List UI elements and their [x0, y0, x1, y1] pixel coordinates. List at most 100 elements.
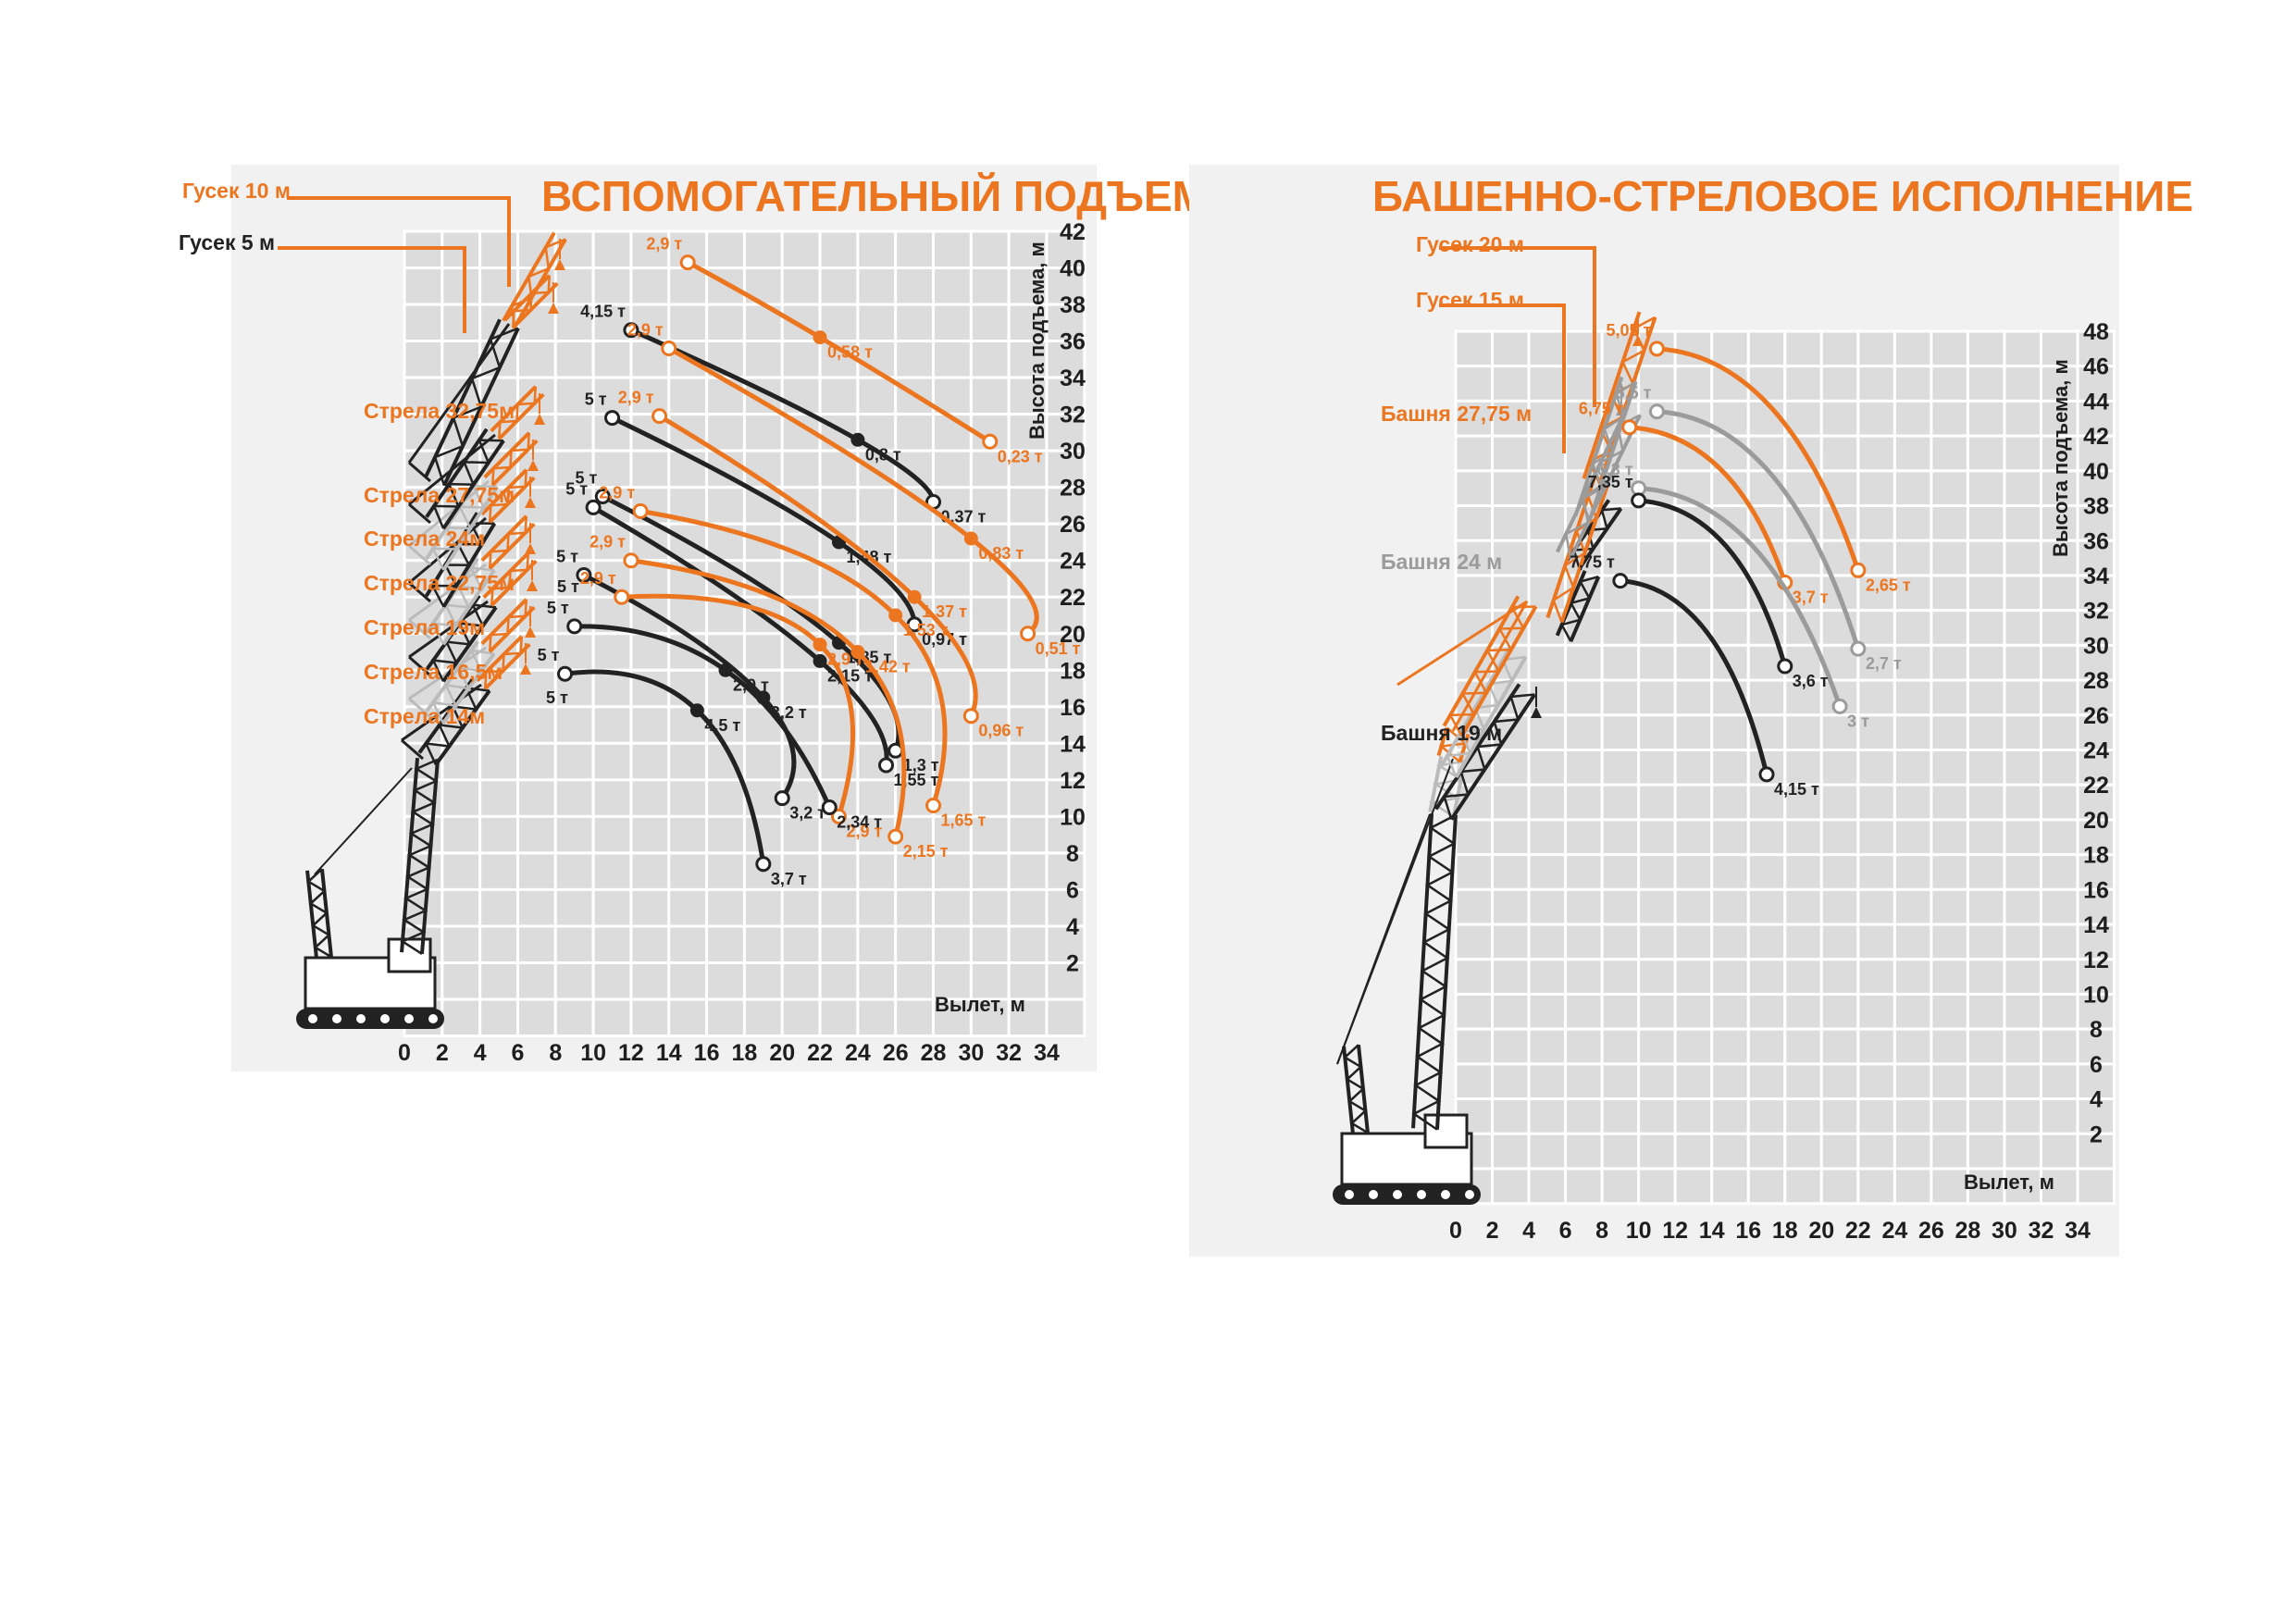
grid-cell: [2039, 958, 2079, 996]
x-tick-label: 2: [436, 1040, 449, 1066]
grid-cell: [969, 229, 1011, 270]
grid-cell: [856, 486, 898, 526]
grid-cell: [818, 486, 860, 526]
boom-lacing: [430, 522, 495, 608]
y-tick-label: 2: [2090, 1121, 2103, 1147]
grid-cell: [1930, 399, 1969, 438]
boom-lacing: [433, 327, 519, 487]
boom-chord: [482, 551, 530, 600]
load-point: [1831, 698, 1848, 714]
boom-label-leader: [1439, 246, 1596, 407]
grid-cell: [629, 266, 671, 306]
grid-cell: [1819, 958, 1860, 996]
load-point: [652, 408, 668, 425]
grid-cell: [2003, 504, 2042, 542]
chart-1-ylabel: Высота подъема, м: [1025, 242, 1049, 440]
grid-cell: [478, 229, 519, 270]
grid-cell: [780, 559, 822, 599]
grid-cell: [1564, 643, 1604, 682]
load-label: 2,9 т: [599, 483, 635, 502]
grid-cell: [591, 266, 633, 306]
track-wheel: [1393, 1190, 1402, 1199]
x-tick-label: 24: [1881, 1218, 1907, 1244]
grid-cell: [1527, 365, 1568, 403]
grid-cell: [1600, 923, 1641, 961]
grid-cell: [2003, 887, 2042, 926]
x-tick-label: 18: [1772, 1218, 1798, 1244]
grid-cell: [1783, 1062, 1823, 1101]
grid-cell: [1819, 1027, 1860, 1066]
grid-cell: [818, 595, 860, 636]
boom-label: Гусек 15 м: [1416, 288, 1524, 312]
grid-cell: [667, 303, 709, 343]
x-tick-label: 4: [474, 1040, 487, 1066]
y-tick-label: 28: [2083, 668, 2109, 694]
grid-cell: [1893, 818, 1933, 857]
grid-cell: [515, 668, 557, 709]
grid-cell: [856, 376, 898, 416]
grid-cell: [856, 303, 898, 343]
grid-cell: [1746, 887, 1787, 926]
boom-lacing: [432, 439, 504, 529]
grid-cell: [553, 413, 595, 452]
x-tick-label: 26: [883, 1040, 909, 1066]
grid-cell: [2003, 713, 2042, 752]
load-label: 7,75 т: [1570, 553, 1615, 572]
hook-block: [525, 497, 536, 508]
grid-cell: [2076, 749, 2116, 787]
mast-frame: [408, 563, 487, 640]
x-tick-label: 18: [732, 1040, 758, 1066]
grid-cell: [818, 303, 860, 343]
grid-cell: [1966, 923, 2006, 961]
grid-cell: [2076, 713, 2116, 752]
grid-cell: [667, 960, 709, 1001]
boom-label: Стрела 14м: [364, 704, 485, 728]
mast-frame: [1396, 600, 1529, 732]
chart-2-grid: [1454, 329, 2116, 1206]
load-label: 5 т: [557, 577, 579, 596]
grid-cell: [1637, 818, 1677, 857]
grid-cell: [667, 851, 709, 891]
chart-1-series: 2,9 т0,58 т0,23 т4,15 т0,8 т0,37 т2,9 т0…: [538, 235, 1081, 888]
grid-cell: [894, 924, 936, 964]
load-label: 5 т: [546, 688, 568, 707]
grid-cell: [1893, 749, 1933, 787]
grid-cell: [1527, 469, 1568, 508]
grid-cell: [1454, 853, 1495, 891]
load-label: 5 т: [556, 548, 578, 566]
grid-cell: [2003, 469, 2042, 508]
mast-frame: [401, 683, 482, 761]
grid-cell: [1966, 992, 2006, 1031]
grid-cell: [1930, 365, 1969, 403]
grid-cell: [478, 814, 519, 855]
grid-cell: [932, 303, 973, 343]
grid-cell: [629, 851, 671, 891]
x-tick-label: 28: [1955, 1218, 1981, 1244]
y-tick-label: 10: [1060, 804, 1086, 830]
grid-cell: [1637, 749, 1677, 787]
grid-cell: [2076, 818, 2116, 857]
grid-cell: [515, 960, 557, 1001]
x-tick-label: 0: [1449, 1218, 1462, 1244]
grid-cell: [441, 303, 482, 343]
boom-label-leader: [287, 196, 511, 287]
grid-cell: [629, 924, 671, 964]
grid-cell: [1491, 923, 1531, 961]
boom-lacing: [1564, 414, 1641, 559]
grid-cell: [1564, 1027, 1604, 1066]
grid-cell: [553, 960, 595, 1001]
grid-cell: [1819, 749, 1860, 787]
grid-cell: [780, 997, 822, 1038]
mast-frame: [407, 323, 511, 483]
grid-cell: [1564, 749, 1604, 787]
x-tick-label: 16: [694, 1040, 720, 1066]
grid-cell: [1746, 853, 1787, 891]
load-label: 1,55 т: [894, 771, 939, 789]
grid-cell: [780, 229, 822, 270]
track-wheel: [1369, 1190, 1378, 1199]
grid-cell: [894, 229, 936, 270]
grid-cell: [403, 266, 444, 306]
load-label: 0,23 т: [998, 447, 1043, 465]
load-point: [623, 552, 639, 569]
grid-cell: [1600, 609, 1641, 647]
